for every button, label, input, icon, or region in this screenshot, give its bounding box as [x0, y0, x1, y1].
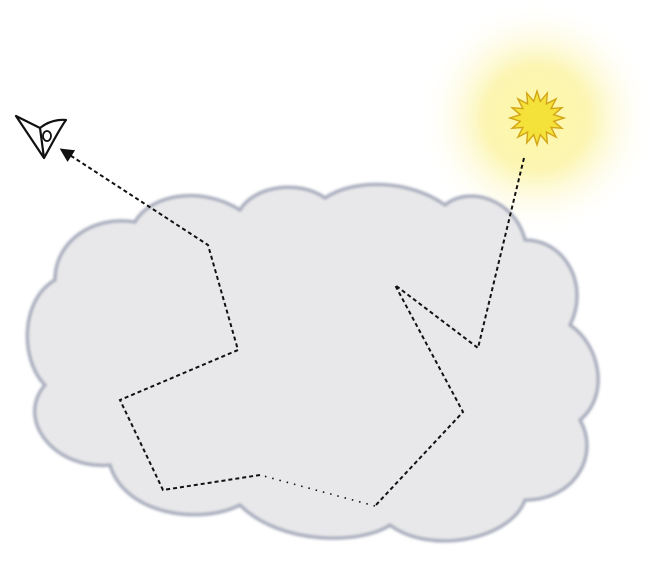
sun-star	[510, 91, 564, 145]
eye-icon	[16, 116, 66, 158]
sun-icon	[510, 91, 564, 145]
cloud	[27, 184, 598, 540]
